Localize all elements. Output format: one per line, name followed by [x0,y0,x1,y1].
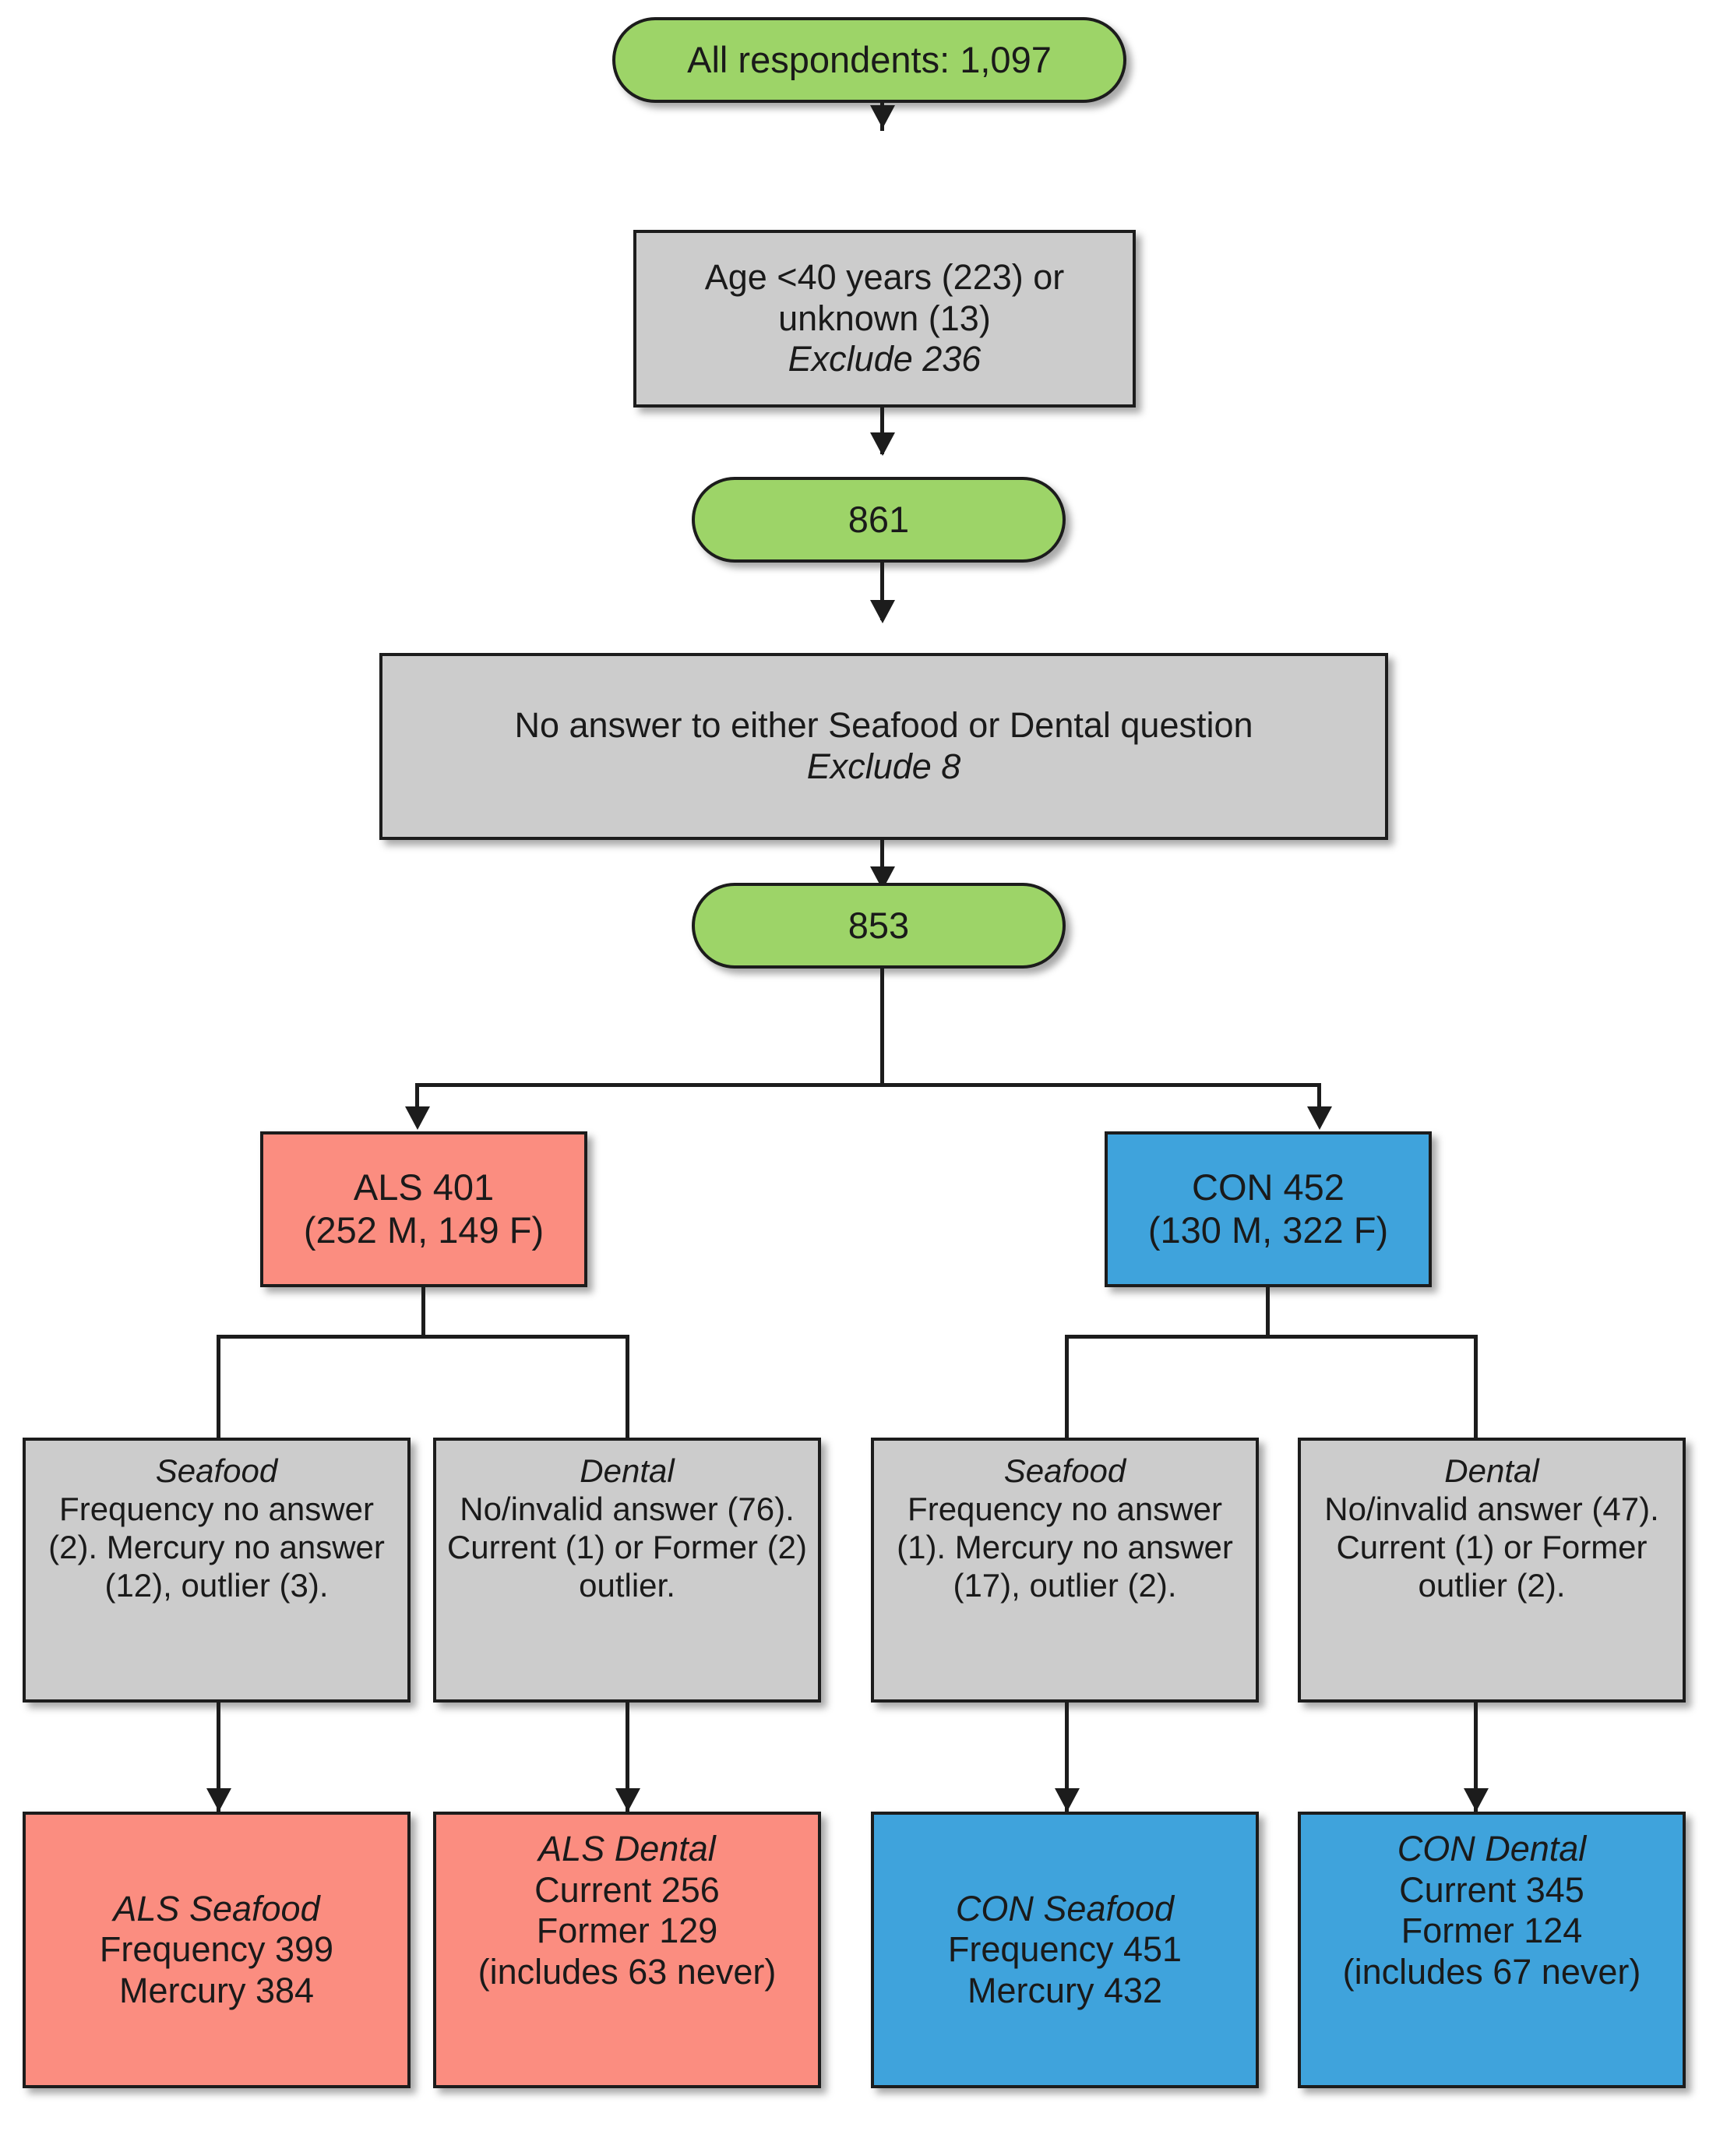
connector-con-to-dental-excl [1474,1335,1478,1440]
node-als-dental-exclusion-body: No/invalid answer (76). Current (1) or F… [446,1491,808,1604]
node-exclude-age-line1: Age <40 years (223) or [704,257,1065,298]
arrowhead-all-to-excl-age [870,105,895,129]
node-con-seafood-exclusion: Seafood Frequency no answer (1). Mercury… [871,1438,1259,1703]
connector-853-to-con [1317,1083,1321,1124]
node-after-age-861: 861 [692,477,1066,563]
connector-als-dental-excl-to-result [626,1703,629,1812]
arrowhead-853-to-als [405,1106,430,1130]
node-als-dental-result-line1: Current 256 [534,1869,720,1910]
node-exclude-age: Age <40 years (223) or unknown (13) Excl… [633,230,1136,408]
connector-861-to-excl-noanswer [880,563,884,620]
connector-excl-noanswer-to-853 [880,840,884,888]
node-all-respondents-label: All respondents: 1,097 [687,38,1052,80]
connector-als-hbar [217,1335,629,1339]
node-exclude-no-answer-line2: Exclude 8 [806,746,961,786]
node-after-age-861-label: 861 [848,498,910,540]
node-con-dental-result-line2: Former 124 [1401,1911,1583,1951]
node-als-seafood-exclusion-body: Frequency no answer (2). Mercury no answ… [48,1491,385,1604]
connector-853-stem [880,969,884,1085]
node-con-seafood-exclusion-body: Frequency no answer (1). Mercury no answ… [897,1491,1233,1604]
node-exclude-age-line2: unknown (13) [778,298,991,338]
node-als-dental-result-line3: (includes 63 never) [478,1951,777,1992]
connector-con-hbar [1065,1335,1478,1339]
node-con-dental-exclusion: Dental No/invalid answer (47). Current (… [1298,1438,1686,1703]
node-con-seafood-result-heading: CON Seafood [955,1888,1175,1928]
connector-853-hbar [415,1083,1321,1087]
node-exclude-no-answer: No answer to either Seafood or Dental qu… [379,653,1388,840]
connector-als-to-seafood-excl [217,1335,220,1440]
node-con-dental-exclusion-body: No/invalid answer (47). Current (1) or F… [1324,1491,1659,1604]
node-als-seafood-result: ALS Seafood Frequency 399 Mercury 384 [23,1812,411,2088]
connector-excl-age-to-861 [880,408,884,454]
node-als-dental-exclusion-heading: Dental [580,1452,675,1489]
arrowhead-con-seafood-result [1055,1788,1080,1812]
node-als-group-line1: ALS 401 [353,1166,495,1209]
arrowhead-excl-age-to-861 [870,432,895,456]
arrowhead-als-dental-result [615,1788,640,1812]
node-after-no-answer-853-label: 853 [848,904,910,946]
connector-als-seafood-excl-to-result [217,1703,220,1812]
connector-als-to-dental-excl [626,1335,629,1440]
node-als-group: ALS 401 (252 M, 149 F) [260,1131,587,1287]
node-con-dental-result-line1: Current 345 [1399,1869,1584,1910]
connector-con-dental-excl-to-result [1474,1703,1478,1812]
node-con-dental-result: CON Dental Current 345 Former 124 (inclu… [1298,1812,1686,2088]
node-als-seafood-exclusion: Seafood Frequency no answer (2). Mercury… [23,1438,411,1703]
node-als-dental-result-heading: ALS Dental [538,1829,716,1868]
node-con-dental-result-line3: (includes 67 never) [1342,1951,1641,1992]
node-als-seafood-result-line2: Mercury 384 [118,1970,315,2010]
node-con-seafood-result-line2: Mercury 432 [967,1970,1163,2010]
connector-con-stem [1266,1287,1270,1338]
node-als-group-line2: (252 M, 149 F) [303,1209,545,1251]
node-als-dental-result-line2: Former 129 [536,1911,718,1951]
node-con-group: CON 452 (130 M, 322 F) [1105,1131,1432,1287]
node-exclude-no-answer-line1: No answer to either Seafood or Dental qu… [514,705,1253,746]
node-after-no-answer-853: 853 [692,883,1066,969]
node-con-group-line1: CON 452 [1192,1166,1345,1209]
node-als-seafood-result-line1: Frequency 399 [99,1929,334,1970]
node-con-seafood-result-line1: Frequency 451 [947,1929,1182,1970]
connector-con-seafood-excl-to-result [1065,1703,1069,1812]
node-als-seafood-result-heading: ALS Seafood [113,1888,320,1928]
node-als-dental-exclusion: Dental No/invalid answer (76). Current (… [433,1438,821,1703]
node-als-seafood-exclusion-heading: Seafood [155,1452,278,1489]
node-con-seafood-result: CON Seafood Frequency 451 Mercury 432 [871,1812,1259,2088]
node-con-dental-result-heading: CON Dental [1397,1829,1587,1868]
node-exclude-age-line3: Exclude 236 [788,339,982,379]
arrowhead-853-to-con [1307,1106,1332,1130]
node-con-seafood-exclusion-heading: Seafood [1003,1452,1126,1489]
connector-853-to-als [415,1083,419,1124]
arrowhead-861-to-excl-noanswer [870,600,895,623]
node-con-group-line2: (130 M, 322 F) [1147,1209,1389,1251]
connector-con-to-seafood-excl [1065,1335,1069,1440]
arrowhead-con-dental-result [1464,1788,1489,1812]
node-als-dental-result: ALS Dental Current 256 Former 129 (inclu… [433,1812,821,2088]
connector-als-stem [421,1287,425,1338]
arrowhead-als-seafood-result [206,1788,231,1812]
node-con-dental-exclusion-heading: Dental [1444,1452,1539,1489]
node-all-respondents: All respondents: 1,097 [612,17,1126,103]
